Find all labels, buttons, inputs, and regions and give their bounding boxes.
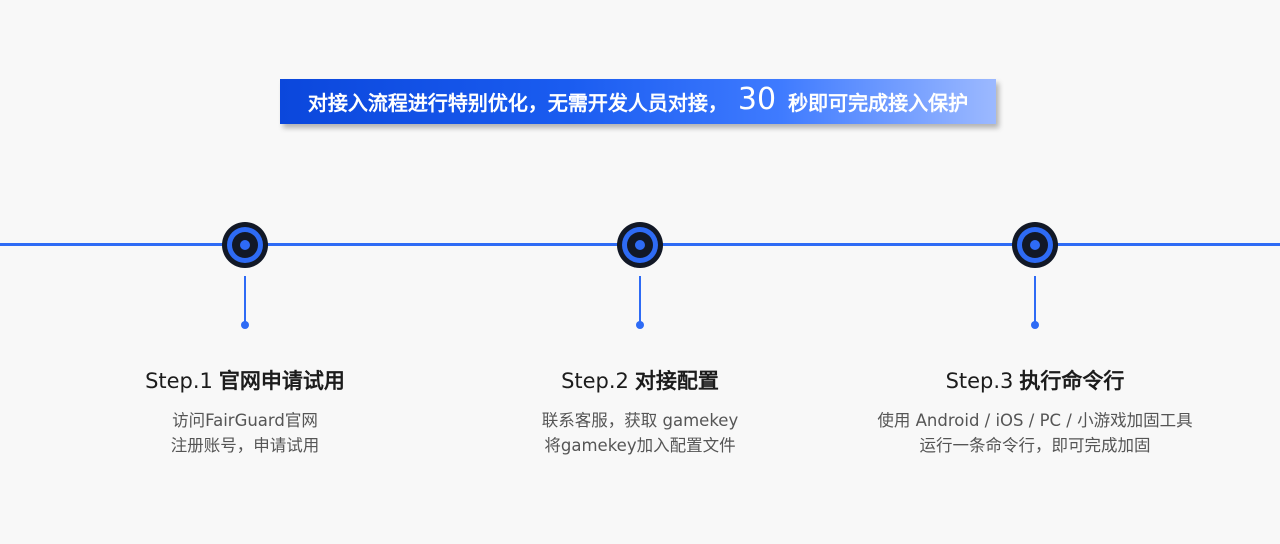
step-3-node-icon [1012,222,1058,268]
banner-number: 30 [737,82,777,117]
highlight-banner: 对接入流程进行特别优化，无需开发人员对接， 30 秒即可完成接入保护 [280,79,996,124]
step-2-description: 联系客服，获取 gamekey 将gamekey加入配置文件 [440,408,840,458]
step-1-label: Step.1 [145,369,213,393]
step-1-node-icon [222,222,268,268]
step-1-desc-line-1: 访问FairGuard官网 [172,411,318,430]
step-3-heading: 执行命令行 [1019,369,1125,393]
step-3-desc-line-1: 使用 Android / iOS / PC / 小游戏加固工具 [877,411,1193,430]
step-2-desc-line-2: 将gamekey加入配置文件 [544,436,736,455]
step-3-connector-dot [1031,321,1039,329]
step-1-description: 访问FairGuard官网 注册账号，申请试用 [45,408,445,458]
step-1-heading: 官网申请试用 [218,369,345,393]
step-3-desc-line-2: 运行一条命令行，即可完成加固 [919,436,1151,455]
step-2-node-icon [617,222,663,268]
step-1-desc-line-2: 注册账号，申请试用 [170,436,320,455]
step-2-connector [639,276,641,326]
step-3-label: Step.3 [945,369,1014,393]
step-1-connector-dot [241,321,249,329]
step-2-connector-dot [636,321,644,329]
step-2-heading: 对接配置 [634,369,719,393]
step-2-label: Step.2 [561,369,629,393]
banner-text-before: 对接入流程进行特别优化，无需开发人员对接， [307,91,728,115]
step-1-connector [244,276,246,326]
banner-text-after: 秒即可完成接入保护 [788,91,969,115]
step-3-description: 使用 Android / iOS / PC / 小游戏加固工具 运行一条命令行，… [835,408,1235,458]
step-3-connector [1034,276,1036,326]
step-2-desc-line-1: 联系客服，获取 gamekey [541,411,739,430]
